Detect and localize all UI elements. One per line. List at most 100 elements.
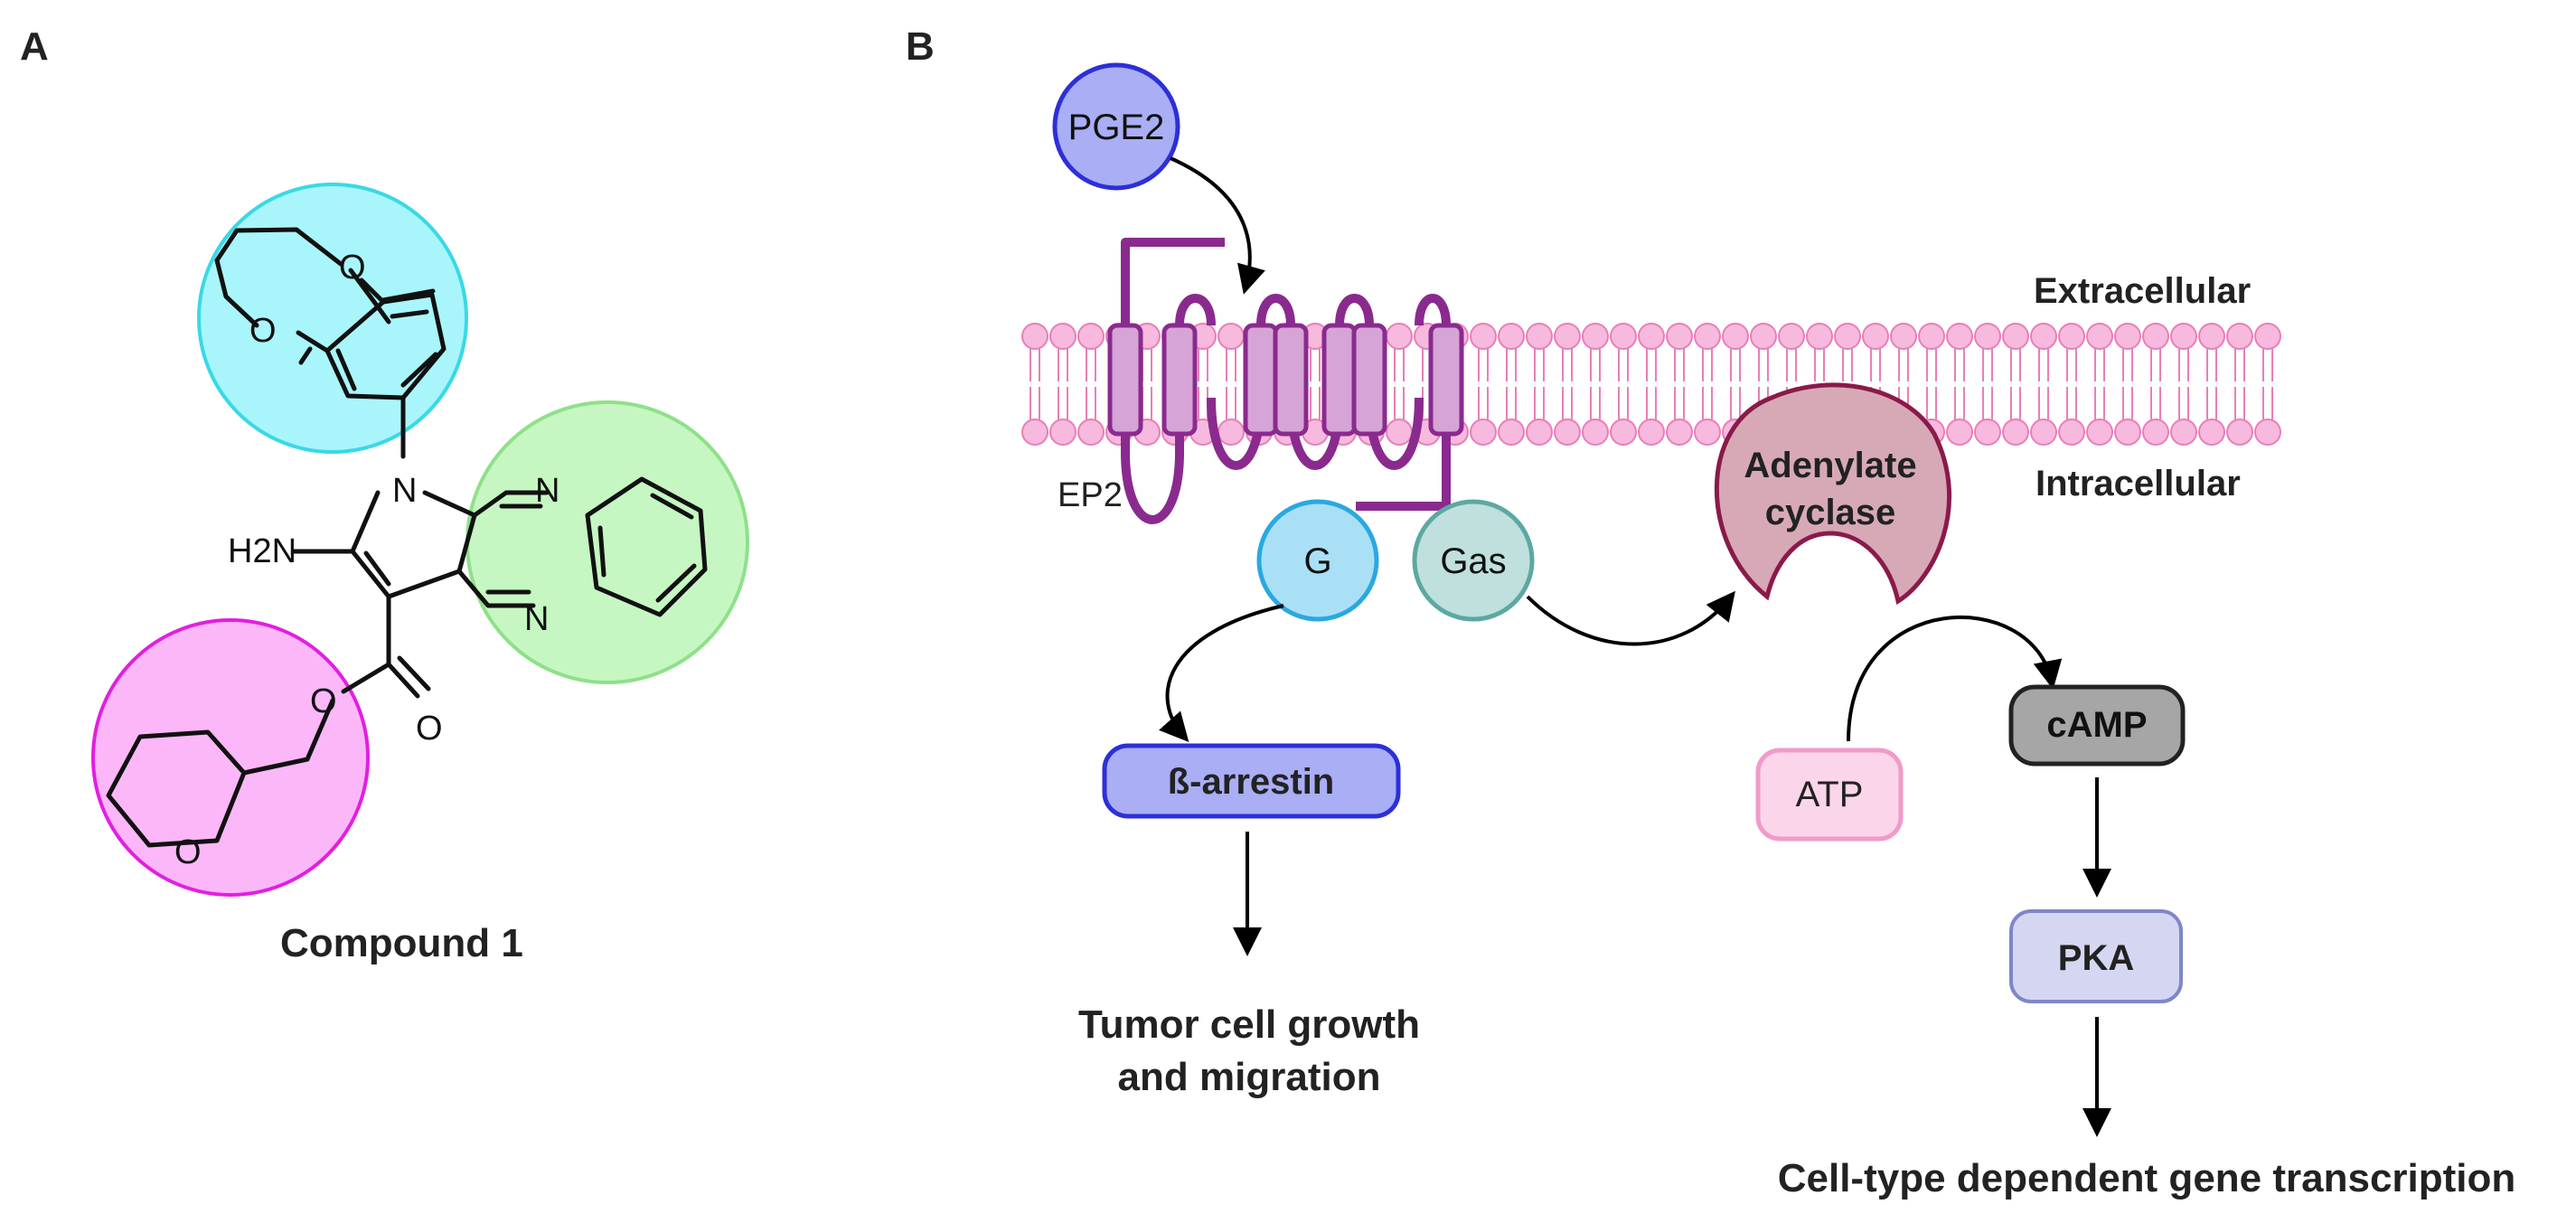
gas-to-cyclase-arrow: [1526, 590, 1735, 646]
panel-label-b: B: [906, 24, 935, 69]
lipid-head: [1582, 323, 1609, 350]
lipid-head: [1610, 419, 1637, 446]
lipid-head: [2058, 419, 2085, 446]
pge2-label: PGE2: [1068, 108, 1165, 147]
lipid-head: [1386, 419, 1413, 446]
lipid-head: [1694, 419, 1721, 446]
lipid-head: [1021, 419, 1048, 446]
lipid-head: [2114, 323, 2141, 350]
atom-n-top: N: [535, 472, 559, 510]
lipid-head: [1554, 419, 1581, 446]
transmembrane-helix: [1321, 323, 1358, 437]
g-to-arrestin-arrow: [1159, 604, 1284, 742]
lipid-head: [1946, 323, 1973, 350]
lipid-head: [2058, 323, 2085, 350]
lipid-head: [1890, 323, 1917, 350]
pathway-diagram: PGE2 EP2 Extracellular Intracellular G G…: [1021, 62, 2516, 1200]
lipid-head: [1834, 323, 1861, 350]
pge2-to-ep2-arrow: [1170, 156, 1265, 295]
atom-nh2: H2N: [228, 532, 296, 570]
atp-label: ATP: [1796, 775, 1864, 814]
g-protein-node: [1256, 499, 1379, 622]
atom-o-top: O: [339, 249, 366, 287]
gas-node: [1412, 499, 1535, 622]
ep2-receptor: [1107, 238, 1464, 524]
lipid-head: [1526, 419, 1553, 446]
lipid-head: [1021, 323, 1048, 350]
lipid-head: [1638, 419, 1665, 446]
panel-label-a: A: [20, 24, 49, 69]
adenylate-cyclase-label-line1: Adenylate: [1744, 446, 1916, 485]
lipid-head: [2198, 323, 2225, 350]
lipid-head: [1610, 323, 1637, 350]
lipid-head: [2114, 419, 2141, 446]
lipid-head: [1806, 323, 1833, 350]
b-arrestin-label: ß-arrestin: [1168, 762, 1335, 802]
transmembrane-helix: [1428, 323, 1464, 437]
lipid-head: [1974, 419, 2001, 446]
lipid-head: [1722, 323, 1749, 350]
lipid-head: [2170, 323, 2197, 350]
atom-n-pyrrole: N: [392, 472, 417, 510]
ep2-label: EP2: [1058, 476, 1123, 514]
transmembrane-helices: [1107, 323, 1464, 437]
lipid-head: [1694, 323, 1721, 350]
lipid-head: [1638, 323, 1665, 350]
lipid-head: [2170, 419, 2197, 446]
lipid-head: [1498, 323, 1525, 350]
green-highlight-circle: [465, 400, 749, 684]
adenylate-cyclase-node: [1714, 382, 1952, 605]
transmembrane-helix: [1351, 323, 1387, 437]
lipid-head: [1049, 323, 1076, 350]
atom-n-bottom: N: [524, 600, 549, 638]
lipid-head: [1498, 419, 1525, 446]
g-protein-label: G: [1303, 541, 1331, 581]
atom-o-carbonyl: O: [416, 710, 443, 748]
transmembrane-helix: [1107, 323, 1143, 437]
intracellular-label: Intracellular: [2035, 464, 2241, 503]
lipid-head: [1470, 323, 1497, 350]
lipid-head: [1582, 419, 1609, 446]
lipid-head: [2002, 323, 2029, 350]
atom-o-thf: O: [174, 833, 202, 871]
lipid-head: [1554, 323, 1581, 350]
lipid-head: [2030, 323, 2057, 350]
lipid-head: [1862, 323, 1889, 350]
lipid-head: [2142, 419, 2169, 446]
adenylate-cyclase-label-line2: cyclase: [1765, 493, 1896, 532]
transmembrane-helix: [1243, 323, 1279, 437]
atom-o-ester: O: [310, 682, 337, 720]
lipid-head: [1470, 419, 1497, 446]
atom-o-dioxane-bottom: O: [249, 312, 277, 350]
lipid-head: [2030, 419, 2057, 446]
gene-transcription-label: Cell-type dependent gene transcription: [1778, 1156, 2516, 1200]
lipid-head: [2254, 419, 2281, 446]
lipid-head: [1386, 323, 1413, 350]
lipid-head: [2086, 323, 2113, 350]
atp-node: [1755, 748, 1904, 842]
lipid-head: [1077, 419, 1105, 446]
gas-label: Gas: [1440, 541, 1506, 581]
b-arrestin-node: [1102, 743, 1401, 819]
tumor-label-line2: and migration: [1118, 1055, 1381, 1099]
lipid-head: [1666, 323, 1693, 350]
cyan-highlight-circle: [197, 183, 468, 454]
camp-node: [2008, 684, 2186, 767]
atp-to-camp-arrow: [1847, 616, 2063, 742]
lipid-head: [1974, 323, 2001, 350]
lipid-head: [1526, 323, 1553, 350]
extracellular-label: Extracellular: [2034, 271, 2251, 311]
lipid-head: [1217, 323, 1245, 350]
tumor-label-line1: Tumor cell growth: [1078, 1002, 1420, 1047]
pka-label: PKA: [2058, 938, 2134, 978]
compound-structure: O O N N N H2N O O O Compound 1: [91, 183, 749, 965]
lipid-head: [1217, 419, 1245, 446]
lipid-head: [2254, 323, 2281, 350]
camp-label: cAMP: [2046, 705, 2147, 745]
lipid-head: [2086, 419, 2113, 446]
lipid-head: [1750, 323, 1777, 350]
lipid-head: [2198, 419, 2225, 446]
transmembrane-helix: [1273, 323, 1309, 437]
lipid-head: [1077, 323, 1105, 350]
lipid-head: [1778, 323, 1805, 350]
